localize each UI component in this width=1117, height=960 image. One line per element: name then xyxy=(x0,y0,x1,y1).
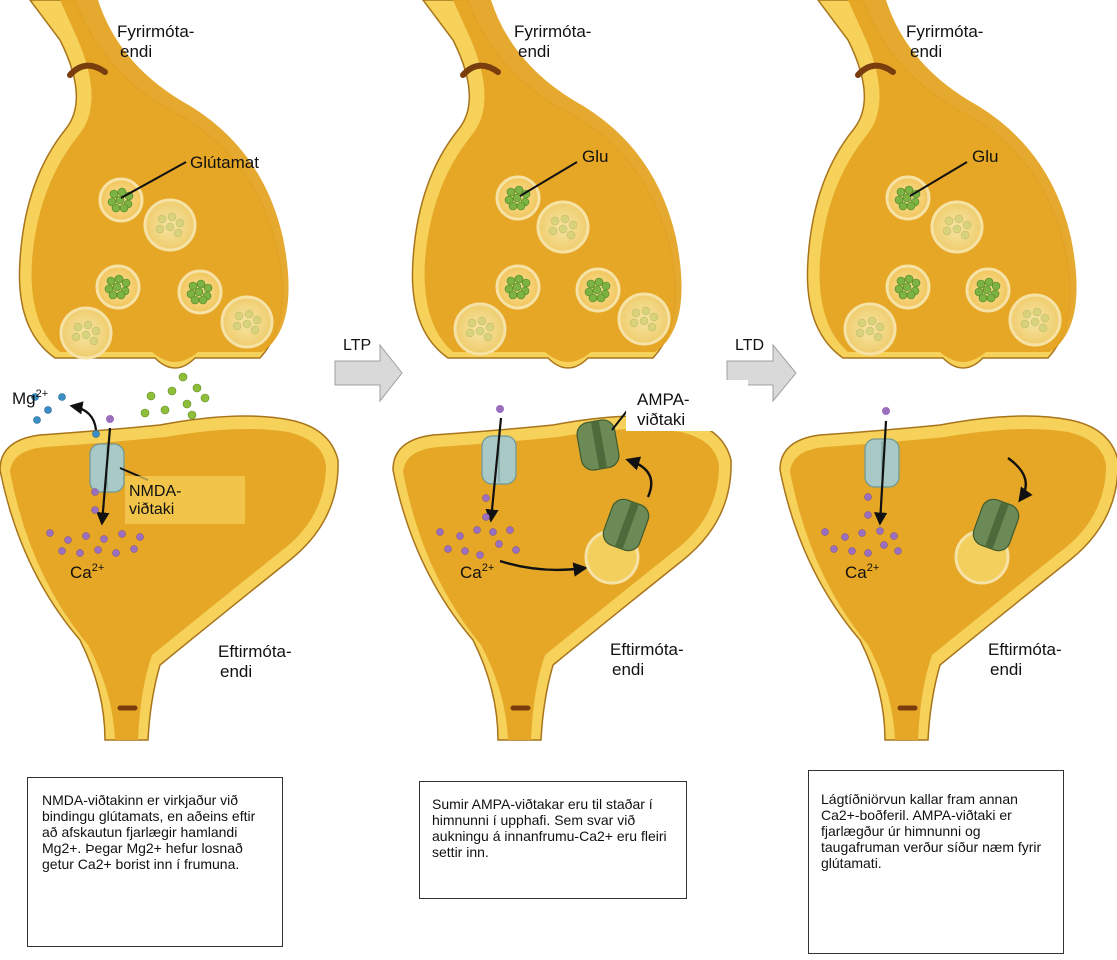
vesicle-empty xyxy=(617,292,671,346)
glu-label: Glu xyxy=(582,147,608,166)
mg-label: Mg2+ xyxy=(12,388,48,408)
postsynaptic-terminal-1 xyxy=(0,416,338,740)
postsynaptic-label: Eftirmóta- endi xyxy=(610,640,688,679)
calcium-ions xyxy=(436,494,520,559)
panel-2: Fyrirmóta- endi Glu Eftirmóta- endi AMPA… xyxy=(393,0,731,740)
ca-influx-arrow xyxy=(96,427,112,526)
panel-1: Fyrirmóta- endi Glútamat Eftirmóta- endi… xyxy=(0,0,338,740)
ca-label: Ca2+ xyxy=(460,562,494,582)
calcium-ions xyxy=(821,493,902,557)
ca-label: Ca2+ xyxy=(70,562,104,582)
presynaptic-label: Fyrirmóta- endi xyxy=(906,22,988,61)
vesicle-empty xyxy=(930,200,984,254)
ampa-receptor-label: AMPA- viðtaki xyxy=(637,390,694,429)
ltp-label: LTP xyxy=(343,337,371,354)
panel-3: Fyrirmóta- endi Glu Eftirmóta- endi Ca2+ xyxy=(780,0,1117,740)
vesicle-empty xyxy=(843,302,897,356)
vesicle-full xyxy=(885,175,931,221)
insertion-arrow xyxy=(625,456,653,498)
vesicle-full xyxy=(965,267,1011,313)
postsynaptic-terminal-2 xyxy=(393,416,731,740)
vesicle-empty xyxy=(143,198,197,252)
vesicle-full xyxy=(495,264,541,310)
ca-influx-arrow xyxy=(485,417,503,523)
magnesium-ions xyxy=(31,393,100,438)
caption-box-nmda: NMDA-viðtakinn er virkjaður við bindingu… xyxy=(27,777,283,947)
nmda-receptor-label: NMDA- viðtaki xyxy=(129,483,186,518)
glutamate-bound xyxy=(882,407,890,415)
glu-leader-line xyxy=(909,161,968,197)
ltd-label: LTD xyxy=(735,337,764,354)
vesicle-full xyxy=(95,264,141,310)
ca-influx-arrow xyxy=(874,420,888,526)
vesicle-full xyxy=(177,269,223,315)
glutamate-bound xyxy=(106,415,114,423)
glutamate-bound xyxy=(496,405,504,413)
glu-leader-line xyxy=(519,161,578,197)
presynaptic-label: Fyrirmóta- endi xyxy=(117,22,199,61)
postsynaptic-label: Eftirmóta- endi xyxy=(988,640,1066,679)
glu-label: Glu xyxy=(972,147,998,166)
postsynaptic-label: Eftirmóta- endi xyxy=(218,642,296,681)
vesicle-full xyxy=(885,264,931,310)
caption-box-ltd: Lágtíðniörvun kallar fram annan Ca2+-boð… xyxy=(808,770,1064,954)
vesicle-empty xyxy=(59,306,113,360)
caption-box-ltp: Sumir AMPA-viðtakar eru til staðar í him… xyxy=(419,781,687,899)
mg-release-arrow xyxy=(69,401,98,431)
postsynaptic-terminal-3 xyxy=(780,416,1117,740)
vesicle-empty xyxy=(536,200,590,254)
vesicle-empty xyxy=(220,295,274,349)
ltp-arrow: LTP xyxy=(334,337,403,403)
vesicle-full xyxy=(98,177,144,223)
glutamate-leader-line xyxy=(120,161,187,199)
vesicle-full xyxy=(495,175,541,221)
ltd-arrow: LTD xyxy=(724,337,797,403)
nmda-label-bg xyxy=(125,476,245,524)
presynaptic-label: Fyrirmóta- endi xyxy=(514,22,596,61)
ampa-label-bg xyxy=(626,385,716,431)
glutamate-molecules xyxy=(140,372,210,420)
signal-arrow xyxy=(499,559,588,577)
glutamate-label: Glútamat xyxy=(190,153,259,172)
vesicle-empty xyxy=(1008,293,1062,347)
ca-label: Ca2+ xyxy=(845,562,879,582)
vesicle-full xyxy=(575,267,621,313)
vesicle-empty xyxy=(453,302,507,356)
removal-arrow xyxy=(1007,457,1033,503)
calcium-ions xyxy=(46,488,144,557)
